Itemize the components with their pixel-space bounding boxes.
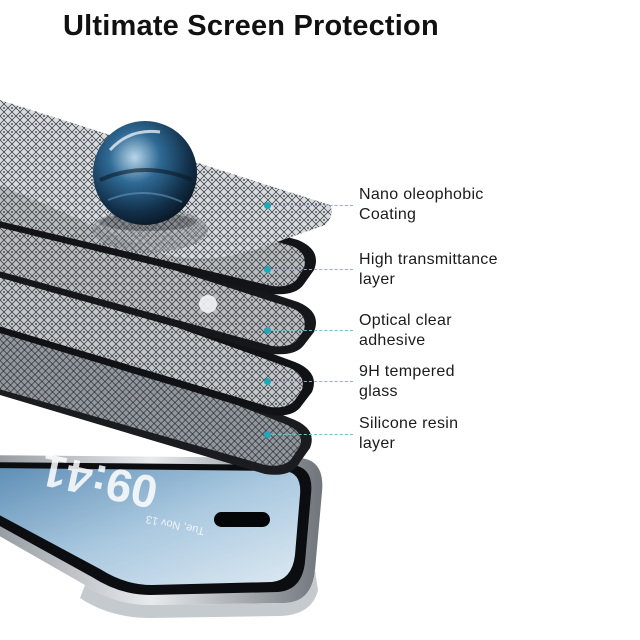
layer-label-nano-coating: Nano oleophobic Coating: [359, 186, 484, 223]
layer-label-high-transmittance: High transmittance layer: [359, 251, 498, 288]
page-title: Ultimate Screen Protection: [63, 10, 439, 42]
callout-leader-1: [273, 205, 353, 206]
callout-leader-5: [273, 434, 353, 435]
callout-leader-2: [273, 269, 353, 270]
callout-leader-3: [273, 330, 353, 331]
droplet-sphere-icon: [93, 121, 197, 231]
layer-label-optical-adhesive: Optical clear adhesive: [359, 312, 452, 349]
layer-label-tempered-glass: 9H tempered glass: [359, 363, 455, 400]
callout-dot-5: [264, 431, 271, 438]
phone: 09:41 Tue, Nov 13: [0, 444, 323, 618]
callout-leader-4: [273, 381, 353, 382]
callout-dot-1: [264, 202, 271, 209]
layer-label-silicone-resin: Silicone resin layer: [359, 415, 459, 452]
callout-dot-3: [264, 327, 271, 334]
callout-dot-4: [264, 378, 271, 385]
callout-dot-2: [264, 266, 271, 273]
camera-island-icon: [214, 512, 270, 527]
